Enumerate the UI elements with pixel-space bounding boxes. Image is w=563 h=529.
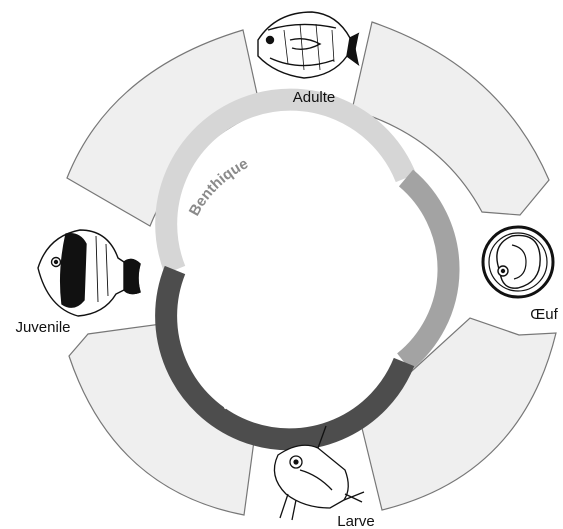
stage-label-juvenile: Juvenile (15, 319, 70, 336)
habitat-label-benthique: Benthique (186, 155, 251, 219)
egg-icon (481, 225, 555, 299)
segment-oeuf-to-larve (360, 317, 557, 511)
cycle-segments (66, 21, 557, 516)
juvenile-fish-icon (37, 229, 141, 317)
ring-benthique (155, 88, 417, 275)
ring-pelagique (155, 265, 415, 451)
stage-label-larve: Larve (337, 513, 375, 529)
stage-label-oeuf: Œuf (530, 306, 558, 323)
habitat-ring (155, 88, 460, 451)
larva-icon (273, 425, 365, 521)
ring-transition (396, 169, 460, 371)
adult-fish-icon (257, 11, 360, 79)
stage-label-adulte: Adulte (293, 89, 336, 106)
segment-adulte-to-oeuf (351, 21, 550, 216)
